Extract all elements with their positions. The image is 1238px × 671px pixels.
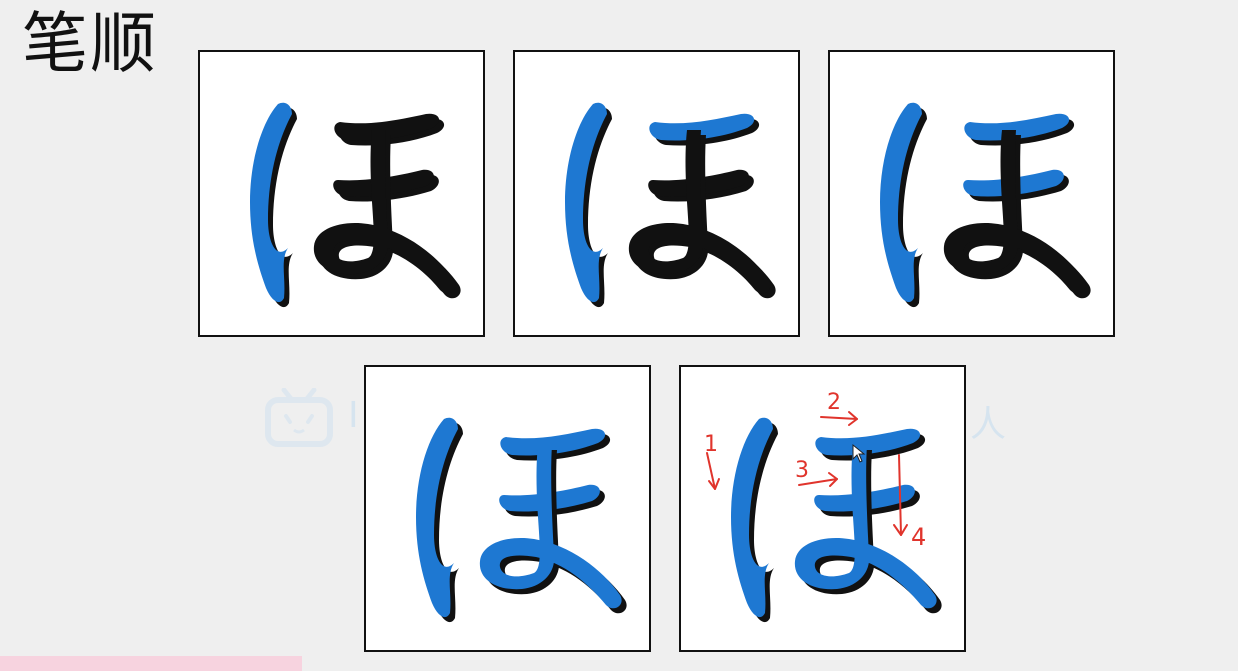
page-title: 笔顺: [22, 5, 158, 82]
tv-logo-icon: [265, 388, 333, 447]
annotation-2: 2: [827, 390, 841, 415]
hiragana-ho-glyph: [880, 102, 1091, 308]
stroke-2: [649, 113, 755, 141]
stroke-4: [943, 130, 1086, 294]
stroke-2: [964, 113, 1070, 141]
annotation-4: 4: [911, 523, 926, 551]
hiragana-ho-glyph: [250, 102, 461, 308]
mouse-cursor-icon: [852, 443, 866, 463]
stroke-1: [565, 102, 607, 303]
stroke-1: [416, 417, 458, 618]
annotation-1: 1: [704, 432, 718, 457]
stroke-1: [250, 102, 292, 303]
stroke-4: [479, 445, 622, 609]
hiragana-ho-glyph: [416, 417, 627, 623]
stroke-2: [500, 428, 606, 456]
stroke-frame-5: 1 2 3 4: [679, 365, 966, 652]
stroke-1: [731, 417, 773, 618]
stroke-2: [815, 428, 921, 456]
stroke-4: [313, 130, 456, 294]
watermark-text-right: 人: [970, 404, 1007, 445]
stroke-frame-2: [513, 50, 800, 337]
stroke-frame-4: [364, 365, 651, 652]
hiragana-ho-glyph: [731, 417, 942, 623]
stroke-frame-3: [828, 50, 1115, 337]
stroke-frame-1: [198, 50, 485, 337]
stroke-order-annotations: 1 2 3 4: [704, 390, 926, 551]
hiragana-ho-glyph: [565, 102, 776, 308]
stroke-4: [794, 445, 937, 609]
bottom-progress-strip: [0, 656, 302, 671]
watermark-text-left: I: [348, 395, 359, 436]
annotation-3: 3: [795, 458, 809, 483]
stroke-2: [334, 113, 440, 141]
stroke-1: [880, 102, 922, 303]
stroke-4: [628, 130, 771, 294]
